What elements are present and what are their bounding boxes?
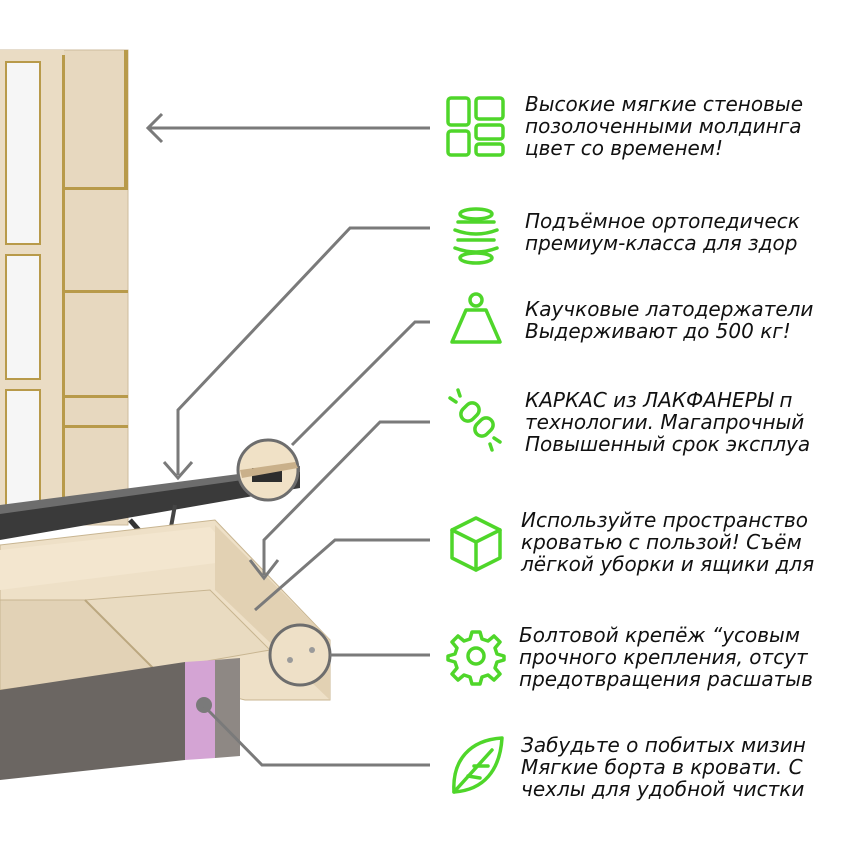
feature-text-soft-sides: Забудьте о побитых мизин Мягкие борта в …: [521, 733, 806, 801]
panels-icon: [446, 96, 505, 157]
feature-text-plywood-frame: КАРКАС из ЛАКФАНЕРЫ п технологии. Магапр…: [525, 388, 811, 456]
storage-box: [0, 519, 331, 701]
feature-text-orthopedic-base: Подъёмное ортопедическ премиум-класса дл…: [525, 209, 800, 255]
leaf-icon: [452, 736, 504, 794]
gear-icon: [446, 630, 506, 686]
feature-text-latex-holders: Каучковые латодержатели Выдерживают до 5…: [525, 297, 814, 343]
callout-lines: [145, 112, 430, 767]
headboard: [0, 49, 129, 526]
feature-text-headboard: Высокие мягкие стеновые позолоченными мо…: [525, 92, 803, 160]
weight-icon: [450, 292, 502, 344]
feature-text-bolt-fastening: Болтовой крепёж “усовым прочного креплен…: [519, 623, 813, 691]
cube-icon: [450, 516, 502, 572]
rubber-holder-inset: [236, 438, 300, 502]
spring-icon: [453, 207, 499, 265]
bolt-inset: [268, 623, 332, 687]
broken-chain-icon: [448, 388, 502, 452]
feature-text-storage: Используйте пространство кроватью с поль…: [521, 508, 815, 576]
